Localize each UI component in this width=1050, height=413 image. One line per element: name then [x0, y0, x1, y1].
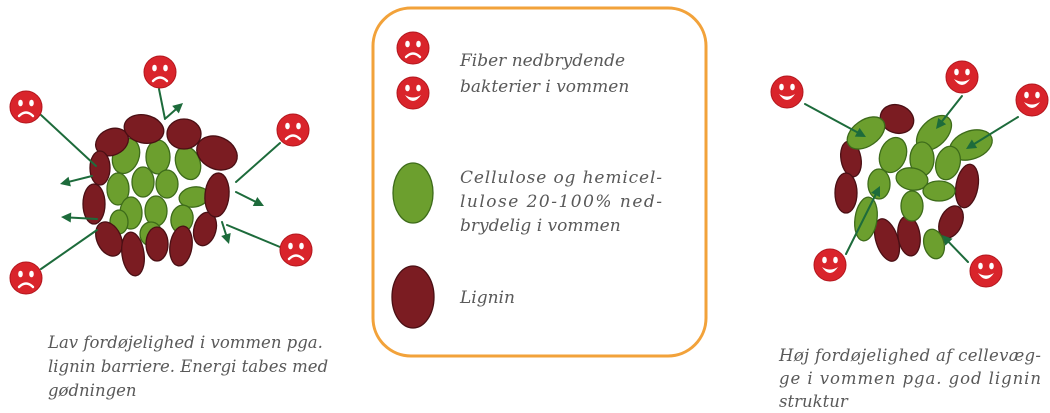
happy-face-icon: [770, 75, 804, 109]
right-caption-line: struktur: [779, 392, 849, 411]
legend: Fiber nedbrydende bakterier i vommen Cel…: [371, 6, 708, 358]
cellulose-ellipse: [895, 167, 929, 191]
right-cluster: [834, 103, 993, 262]
happy-face-icon: [813, 248, 847, 282]
attack-arrow: [804, 103, 866, 137]
cellulose-ellipse: [145, 139, 171, 175]
lignin-ellipse: [166, 118, 202, 150]
left-caption-line: Lav fordøjelighed i vommen pga.: [47, 333, 323, 352]
happy-face-icon: [945, 60, 979, 94]
deflected-arrow: [221, 221, 231, 244]
green-ellipse-icon: [392, 162, 434, 224]
approach-line: [235, 142, 281, 183]
legend-cellulose-line: Cellulose og hemicel-: [460, 168, 662, 188]
cellulose-ellipse: [854, 196, 878, 242]
lignin-ellipse: [169, 225, 193, 267]
sad-face-icon: [8, 89, 44, 125]
attack-arrow: [966, 116, 1019, 149]
sad-face-icon: [275, 112, 311, 148]
lignin-ellipse: [121, 231, 145, 277]
legend-lignin-line: Lignin: [459, 288, 515, 308]
cellulose-ellipse: [900, 190, 924, 222]
attack-arrow: [845, 186, 880, 255]
lignin-ellipse: [196, 135, 238, 171]
cellulose-ellipse: [131, 166, 155, 198]
sad-face-icon: [142, 54, 178, 90]
legend-box: [371, 6, 708, 358]
cellulose-ellipse: [922, 228, 946, 260]
lignin-ellipse: [204, 172, 230, 218]
left-cluster: [82, 114, 238, 277]
left-caption-line: gødningen: [48, 381, 137, 400]
cellulose-ellipse: [155, 169, 179, 199]
cellulose-ellipse: [144, 195, 168, 227]
legend-bacteria-line: Fiber nedbrydende: [459, 51, 625, 71]
lignin-ellipse: [89, 150, 111, 186]
happy-face-icon: [969, 254, 1003, 288]
lignin-ellipse: [145, 226, 169, 262]
right-caption-line: Høj fordøjelighed af cellevæg-: [778, 346, 1041, 365]
approach-line: [226, 224, 281, 248]
deflected-arrow: [60, 175, 93, 187]
cellulose-ellipse: [106, 172, 130, 206]
lignin-ellipse: [123, 114, 165, 144]
right-panel: Høj fordøjelighed af cellevæg- ge i vomm…: [770, 60, 1049, 411]
cellulose-ellipse: [922, 180, 956, 202]
attack-arrow: [942, 235, 969, 263]
deflected-arrow: [165, 103, 183, 119]
sad-face-icon: [278, 232, 314, 268]
lignin-ellipse: [95, 221, 123, 257]
lignin-ellipse: [834, 172, 858, 214]
left-panel: Lav fordøjelighed i vommen pga. lignin b…: [8, 54, 328, 400]
legend-cellulose-line: lulose 20-100% ned-: [460, 192, 662, 212]
dark-red-ellipse-icon: [391, 265, 435, 329]
cellulose-ellipse: [878, 136, 908, 174]
cellulose-ellipse: [846, 116, 886, 150]
lignin-ellipse: [879, 103, 915, 135]
deflected-arrow: [61, 212, 98, 223]
left-caption-line: lignin barriere. Energi tabes med: [48, 357, 328, 376]
right-caption-line: ge i vommen pga. god lignin: [779, 369, 1041, 388]
approach-line: [40, 229, 98, 270]
right-caption: Høj fordøjelighed af cellevæg- ge i vomm…: [778, 346, 1041, 411]
lignin-ellipse: [82, 183, 106, 225]
legend-bacteria-line: bakterier i vommen: [460, 77, 629, 97]
sad-face-icon: [395, 30, 431, 66]
legend-cellulose-line: brydelig i vommen: [460, 216, 621, 236]
lignin-ellipse: [954, 163, 980, 209]
approach-line: [158, 88, 166, 120]
sad-face-icon: [8, 260, 44, 296]
cellulose-ellipse: [934, 145, 962, 181]
happy-face-icon: [396, 76, 430, 110]
left-caption: Lav fordøjelighed i vommen pga. lignin b…: [47, 333, 328, 400]
attack-arrow: [936, 95, 963, 129]
approach-line: [40, 114, 97, 167]
deflected-arrow: [235, 191, 264, 206]
happy-face-icon: [1015, 83, 1049, 117]
